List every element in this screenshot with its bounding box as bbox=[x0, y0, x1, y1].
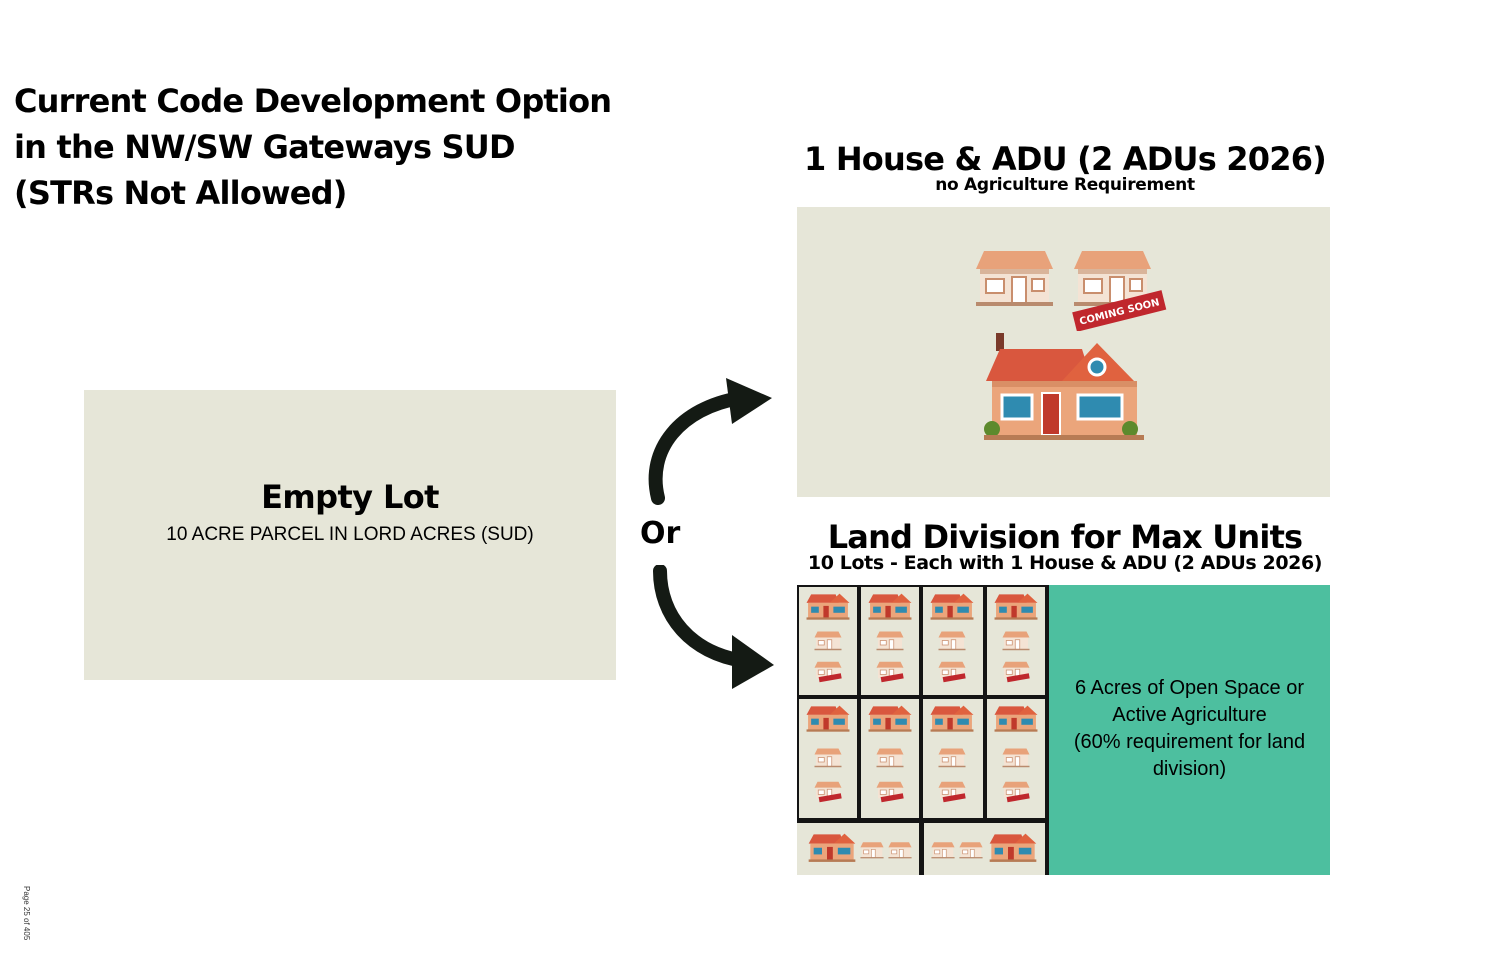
adu-house-icon bbox=[938, 631, 966, 651]
open-space-line-3: (60% requirement for land bbox=[1073, 731, 1306, 753]
lot-cell bbox=[797, 823, 919, 875]
adu-house-icon bbox=[938, 748, 966, 768]
lot-cell bbox=[861, 587, 919, 695]
option-land-division-title: Land Division for Max Units bbox=[827, 518, 1303, 556]
main-house-icon bbox=[806, 593, 850, 620]
or-label: Or bbox=[640, 516, 681, 551]
open-space-text: 6 Acres of Open Space or Active Agricult… bbox=[1049, 675, 1330, 783]
open-space-line-2: Active Agriculture bbox=[1112, 704, 1267, 726]
main-house-icon bbox=[806, 705, 850, 732]
adu-house-icon bbox=[876, 748, 904, 768]
adu-coming-soon-icon bbox=[938, 781, 966, 803]
lot-cell bbox=[799, 587, 857, 695]
adu-house-icon bbox=[876, 631, 904, 651]
adu-house-icon bbox=[1002, 748, 1030, 768]
open-space-area: 6 Acres of Open Space or Active Agricult… bbox=[1049, 585, 1330, 875]
page-title-line-3: (STRs Not Allowed) bbox=[14, 174, 347, 212]
adu-coming-soon-icon bbox=[1002, 781, 1030, 803]
lot-cell bbox=[924, 823, 1045, 875]
adu-house-icon bbox=[860, 842, 884, 859]
adu-house-icon bbox=[888, 842, 912, 859]
page-title-line-2: in the NW/SW Gateways SUD bbox=[14, 128, 516, 166]
option-house-adu-panel: COMING SOON bbox=[797, 207, 1330, 497]
adu-coming-soon-icon bbox=[1002, 661, 1030, 683]
adu-house-icon bbox=[931, 842, 955, 859]
main-house-icon bbox=[868, 593, 912, 620]
open-space-line-1: 6 Acres of Open Space or bbox=[1074, 677, 1305, 699]
empty-lot-box: Empty Lot 10 ACRE PARCEL IN LORD ACRES (… bbox=[84, 390, 616, 680]
empty-lot-title: Empty Lot bbox=[261, 478, 439, 516]
option-land-division-subtitle: 10 Lots - Each with 1 House & ADU (2 ADU… bbox=[807, 552, 1323, 574]
lot-cell bbox=[861, 699, 919, 818]
coming-soon-banner: COMING SOON bbox=[1072, 290, 1167, 331]
adu-house-icon bbox=[814, 748, 842, 768]
adu-house-icon bbox=[814, 631, 842, 651]
main-house-icon bbox=[868, 705, 912, 732]
adu-coming-soon-icon bbox=[814, 661, 842, 683]
main-house-icon bbox=[989, 833, 1037, 862]
adu-house-icon bbox=[959, 842, 983, 859]
main-house-icon bbox=[930, 593, 974, 620]
adu-coming-soon-icon bbox=[814, 781, 842, 803]
lot-cell bbox=[923, 699, 983, 818]
adu-coming-soon-icon bbox=[938, 661, 966, 683]
lot-cell bbox=[799, 699, 857, 818]
lot-cell bbox=[923, 587, 983, 695]
adu-house-icon bbox=[976, 251, 1053, 306]
page-title: Current Code Development Option in the N… bbox=[14, 78, 654, 216]
option-house-adu-title: 1 House & ADU (2 ADUs 2026) bbox=[804, 140, 1327, 178]
arrow-down-icon bbox=[653, 565, 774, 689]
adu-house-icon bbox=[1002, 631, 1030, 651]
arrow-up-icon bbox=[648, 378, 772, 505]
main-house-icon bbox=[930, 705, 974, 732]
option-house-adu-subtitle: no Agriculture Requirement bbox=[935, 175, 1195, 195]
page-number: Page 25 of 405 bbox=[22, 886, 31, 941]
main-house-icon bbox=[994, 593, 1038, 620]
adu-coming-soon-icon bbox=[876, 781, 904, 803]
page-title-line-1: Current Code Development Option bbox=[14, 82, 612, 120]
lot-cell bbox=[987, 699, 1045, 818]
main-house-icon bbox=[808, 833, 856, 862]
lot-cell bbox=[987, 587, 1045, 695]
empty-lot-subtitle: 10 ACRE PARCEL IN LORD ACRES (SUD) bbox=[166, 524, 534, 545]
main-house-icon bbox=[984, 333, 1144, 440]
main-house-icon bbox=[994, 705, 1038, 732]
open-space-line-4: division) bbox=[1152, 758, 1227, 780]
adu-coming-soon-icon bbox=[876, 661, 904, 683]
